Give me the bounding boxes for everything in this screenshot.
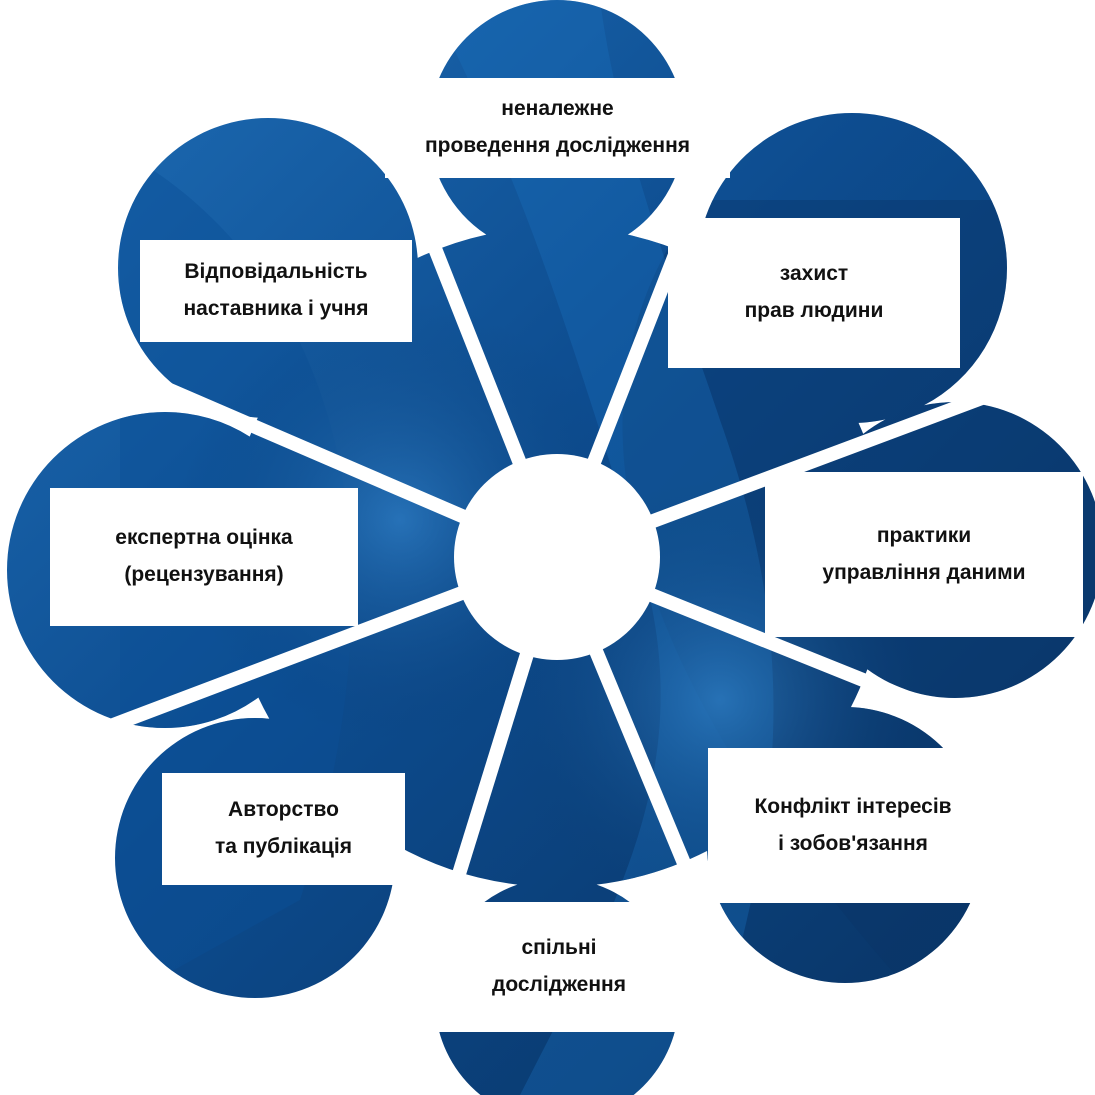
label-line: експертна оцінка (115, 526, 293, 550)
petal-label-right: практики управління даними (765, 472, 1083, 637)
label-line: та публікація (215, 835, 352, 858)
label-line: спільні (521, 936, 597, 960)
label-line: практики (876, 523, 972, 547)
petal-label-bottom-left: Авторство та публікація (162, 773, 405, 885)
label-line: наставника і учня (183, 297, 369, 320)
petal-label-top: неналежне проведення дослідження (385, 78, 730, 178)
label-line: проведення дослідження (424, 134, 691, 157)
label-line: (рецензування) (124, 563, 284, 586)
center-circle (454, 454, 660, 660)
petal-label-bottom: спільні дослідження (430, 902, 688, 1032)
label-line: управління даними (822, 560, 1026, 584)
petal-label-left: експертна оцінка (рецензування) (50, 488, 358, 626)
petal-label-bottom-right: Конфлікт інтересів і зобов'язання (708, 748, 998, 903)
petal-label-top-left: Відповідальність наставника і учня (140, 240, 412, 342)
petal-label-top-right: захист прав людини (668, 218, 960, 368)
label-line: прав людини (744, 299, 884, 322)
label-line: Конфлікт інтересів (754, 794, 952, 818)
label-line: Авторство (228, 798, 339, 822)
label-line: неналежне (501, 97, 614, 121)
label-line: захист (779, 262, 849, 286)
label-line: дослідження (492, 973, 626, 996)
label-line: Відповідальність (184, 260, 368, 284)
label-line: і зобов'язання (778, 831, 928, 855)
